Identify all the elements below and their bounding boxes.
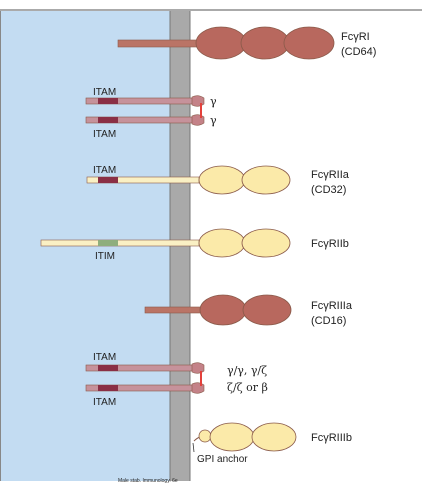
fcgr1-domain-3: [283, 26, 335, 60]
fcgr2b-motif-label: ITIM: [95, 251, 115, 262]
fcgr2b-domain-1: [198, 228, 246, 258]
fcgr3b-name: FcγRIIIb: [311, 432, 352, 444]
receptor-fcgr2a: ITAM FcγRIIa (CD32): [86, 165, 350, 196]
fcgr1-domain-1: [195, 26, 247, 60]
fcgr1-name: FcγRI: [341, 31, 370, 43]
fcgr1-cd: (CD64): [341, 46, 376, 58]
fcgr2a-itam-motif: [98, 177, 118, 183]
fcgr2b-domain-2: [241, 228, 291, 258]
fcgr2a-domain-1: [198, 165, 246, 195]
fcgr2b-name: FcγRIIb: [311, 238, 349, 250]
itam-label-1: ITAM: [93, 87, 116, 98]
receptor-fcgr3a: FcγRIIIa (CD16): [144, 294, 353, 327]
fcgr3a-cd: (CD16): [311, 315, 346, 327]
fcgr2a-motif-label: ITAM: [93, 165, 116, 176]
fcgr3a-domain-2: [242, 294, 292, 326]
fcgr2b-tail: [40, 239, 200, 247]
gamma-lower-knob: [191, 114, 205, 126]
chain-pair-line-1: γ/γ, γ/ζ: [227, 364, 267, 377]
itam-motif-1: [98, 98, 118, 104]
gpi-anchor-label: GPI anchor: [197, 454, 248, 465]
signaling-chain-dimer-bottom: ITAM ITAM γ/γ, γ/ζ ζ/ζ or β: [85, 352, 268, 408]
itam-label-4: ITAM: [93, 397, 116, 408]
itam-motif-2: [98, 117, 118, 123]
fcgr3a-tail: [144, 306, 202, 314]
fcgr3b-domain-2: [251, 422, 297, 452]
itam-motif-3: [98, 365, 118, 371]
chain-pair-line-2: ζ/ζ or β: [227, 381, 268, 394]
fcgr3a-domain-1: [199, 294, 247, 326]
gamma-label-lower: γ: [210, 114, 217, 127]
fcgr2a-domain-2: [241, 165, 291, 195]
fcgr3b-domain-1: [209, 422, 255, 452]
fcgr2a-cd: (CD32): [311, 184, 346, 196]
fcgr3a-name: FcγRIIIa: [311, 300, 353, 312]
gamma-label-upper: γ: [210, 95, 217, 108]
itam-label-2: ITAM: [93, 129, 116, 140]
chain-upper-knob: [191, 362, 205, 374]
chain-lower-knob: [191, 382, 205, 394]
itam-motif-4: [98, 385, 118, 391]
itam-label-3: ITAM: [93, 352, 116, 363]
receptor-fcgr3b: FcγRIIIb GPI anchor: [192, 422, 352, 465]
gamma-upper-knob: [191, 95, 205, 107]
receptor-fcgr2b: ITIM FcγRIIb: [40, 228, 349, 262]
fcgr2b-itim-motif: [98, 240, 118, 246]
fcgr1-domain-2: [240, 26, 290, 60]
fcgr2a-name: FcγRIIa: [311, 169, 350, 181]
receptor-fcgr1: FcγRI (CD64): [117, 26, 376, 60]
gamma-chain-dimer-top: ITAM ITAM γ γ: [85, 87, 217, 140]
figure-caption: Male stab. Immunology. 6e: [118, 478, 178, 484]
gpi-anchor-knob: [198, 429, 212, 443]
gpi-anchor-leader: [192, 442, 195, 453]
